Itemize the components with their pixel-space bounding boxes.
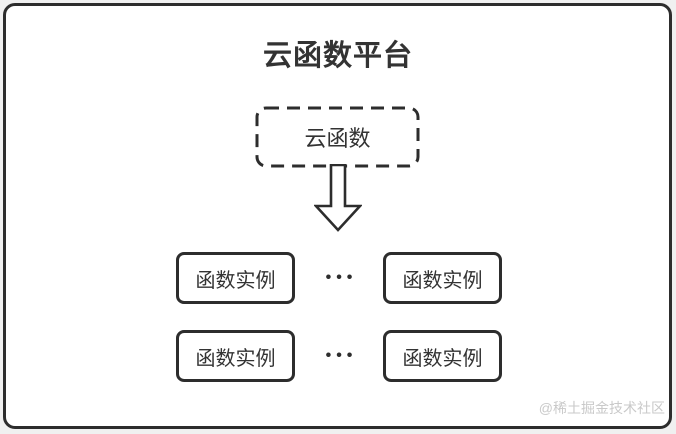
arrow-down-icon bbox=[314, 164, 362, 232]
function-instance-node: 函数实例 bbox=[383, 330, 502, 382]
watermark: @稀土掘金技术社区 bbox=[538, 400, 665, 416]
function-instance-node: 函数实例 bbox=[176, 252, 295, 304]
ellipsis-row-2: ••• bbox=[325, 347, 358, 364]
diagram-title: 云函数平台 bbox=[262, 40, 413, 72]
cloud-function-node: 云函数 bbox=[255, 106, 420, 168]
cloud-function-label: 云函数 bbox=[304, 126, 371, 151]
ellipsis-row-1: ••• bbox=[325, 269, 358, 286]
function-instance-node: 函数实例 bbox=[383, 252, 502, 304]
function-instance-node: 函数实例 bbox=[176, 330, 295, 382]
